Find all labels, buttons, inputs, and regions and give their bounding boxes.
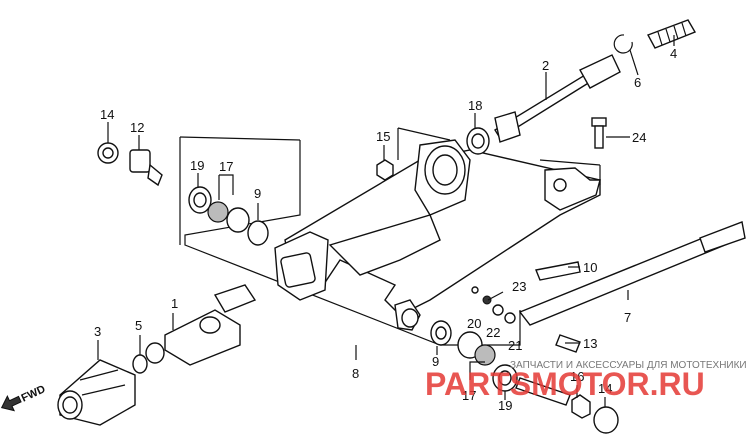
callout-20: 20 [467, 316, 481, 331]
callout-8: 8 [352, 366, 359, 381]
watermark-logo: PARTSMOTOR.RU [425, 366, 705, 402]
callout-9-right: 9 [432, 354, 439, 369]
boundary-connector [539, 159, 601, 166]
callout-3: 3 [94, 324, 101, 339]
oil-seal [466, 127, 490, 155]
swingarm [274, 139, 601, 331]
circlip [613, 34, 633, 54]
cap-top [97, 142, 119, 164]
rubber-boot [57, 359, 136, 426]
cap-lower [593, 406, 619, 434]
bearing-right-17 [457, 331, 496, 366]
callout-17-bottom: 17 [462, 388, 476, 403]
drive-shaft [494, 54, 621, 143]
callout-16: 16 [570, 369, 584, 384]
callout-15: 15 [376, 129, 390, 144]
bearing-left-9 [247, 220, 269, 246]
callout-12: 12 [130, 120, 144, 135]
callout-24: 24 [632, 130, 646, 145]
boundary-connector [397, 127, 451, 141]
callout-9-left: 9 [254, 186, 261, 201]
callout-21: 21 [508, 338, 522, 353]
nut [376, 159, 394, 181]
bearing-right-19 [492, 364, 518, 392]
svg-text:FWD: FWD [20, 383, 48, 404]
callout-13: 13 [583, 336, 597, 351]
callout-23: 23 [512, 279, 526, 294]
spring [647, 19, 697, 49]
small-washers [471, 286, 516, 324]
callout-14-top: 14 [100, 107, 114, 122]
watermark-subtitle: ЗАПЧАСТИ И АКСЕССУАРЫ ДЛЯ МОТОТЕХНИКИ [510, 360, 747, 371]
callout-7: 7 [624, 310, 631, 325]
watermark: ЗАПЧАСТИ И АКСЕССУАРЫ ДЛЯ МОТОТЕХНИКИ PA… [425, 360, 747, 402]
callout-6: 6 [634, 75, 641, 90]
callout-14-bottom: 14 [598, 381, 612, 396]
callout-17-top: 17 [219, 159, 233, 174]
callout-19-top: 19 [190, 158, 204, 173]
bolt [591, 117, 607, 149]
callout-22: 22 [486, 325, 500, 340]
callout-5: 5 [135, 318, 142, 333]
callout-2: 2 [542, 58, 549, 73]
leader-lines [97, 35, 675, 407]
callout-18: 18 [468, 98, 482, 113]
bearing-left-17 [207, 201, 250, 233]
bearing-right-9 [430, 320, 452, 346]
fwd-arrow: FWD [0, 383, 48, 412]
pivot-bolt-lower [515, 377, 591, 419]
callouts: 1 2 3 4 5 6 7 8 9 9 10 12 13 14 14 15 16… [94, 46, 677, 413]
callout-4: 4 [670, 46, 677, 61]
assembly-boundary [184, 140, 521, 346]
callout-19-bottom: 19 [498, 398, 512, 413]
circlip-small [132, 354, 148, 374]
torque-rod [518, 221, 746, 326]
universal-joint [145, 284, 257, 366]
bearing-left-19 [188, 186, 212, 214]
callout-1: 1 [171, 296, 178, 311]
assembly-boundary-top [179, 136, 301, 141]
pivot-bolt-top [129, 149, 163, 187]
callout-10: 10 [583, 260, 597, 275]
label-plate [535, 261, 581, 281]
